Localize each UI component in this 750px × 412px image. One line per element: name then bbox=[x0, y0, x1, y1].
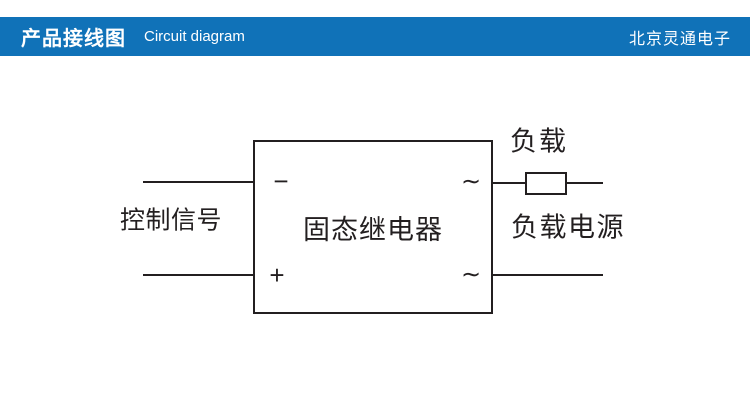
wire-load-bottom bbox=[492, 274, 603, 276]
load-symbol bbox=[525, 172, 567, 195]
relay-label: 固态继电器 bbox=[303, 214, 443, 245]
load-label: 负载 bbox=[510, 126, 568, 157]
wire-control-minus bbox=[143, 181, 254, 183]
terminal-minus-sign: − bbox=[273, 166, 289, 196]
page-title: 产品接线图 bbox=[21, 28, 126, 50]
header-bar: 产品接线图 Circuit diagram 北京灵通电子 bbox=[0, 17, 750, 56]
control-signal-label: 控制信号 bbox=[119, 206, 223, 235]
terminal-ac-bottom-sign: ∼ bbox=[460, 261, 482, 288]
page-title-en: Circuit diagram bbox=[144, 28, 245, 45]
relay-box: 固态继电器 bbox=[253, 140, 493, 314]
wire-control-plus bbox=[143, 274, 254, 276]
terminal-plus-sign: + bbox=[269, 260, 285, 290]
terminal-ac-top-sign: ∼ bbox=[460, 168, 482, 195]
load-power-label: 负载电源 bbox=[511, 212, 625, 243]
company-name: 北京灵通电子 bbox=[628, 30, 731, 48]
